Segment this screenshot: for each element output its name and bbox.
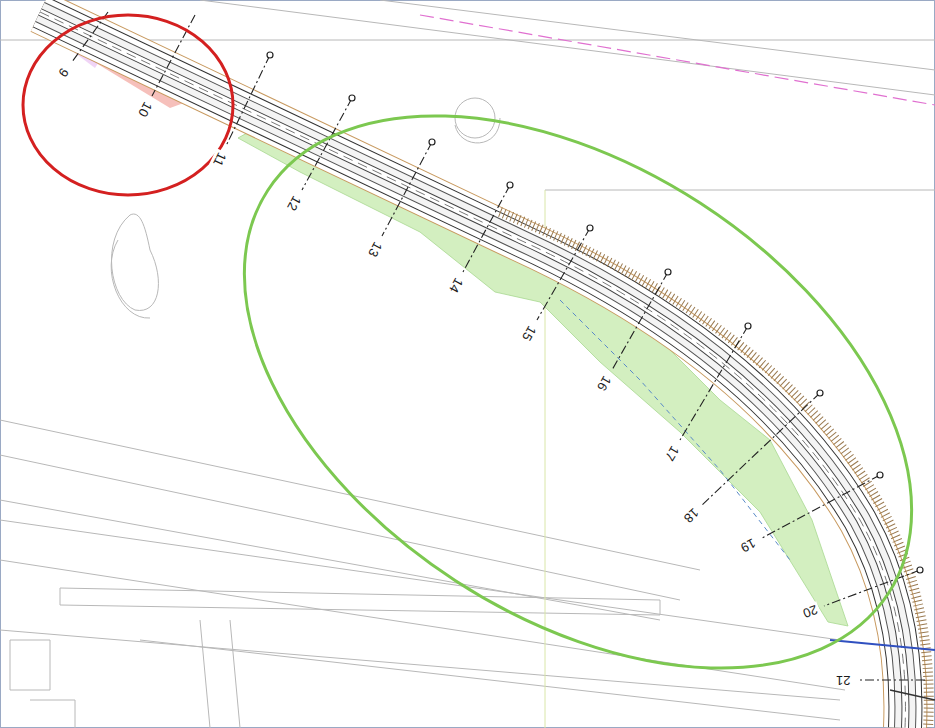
station-number: 21 <box>834 673 852 688</box>
station-number: 19 <box>737 534 760 556</box>
station-number: 13 <box>364 238 386 261</box>
station-number: 11 <box>209 148 230 170</box>
station-number: 16 <box>593 371 615 394</box>
station-number: 20 <box>798 601 821 622</box>
station-number: 10 <box>134 98 156 121</box>
station-number: 17 <box>661 441 683 465</box>
station-number: 15 <box>518 321 540 344</box>
station-number: 14 <box>445 274 467 297</box>
station-number: 9 <box>55 64 74 82</box>
station-number: 18 <box>679 504 703 528</box>
station-number: 12 <box>284 192 306 215</box>
